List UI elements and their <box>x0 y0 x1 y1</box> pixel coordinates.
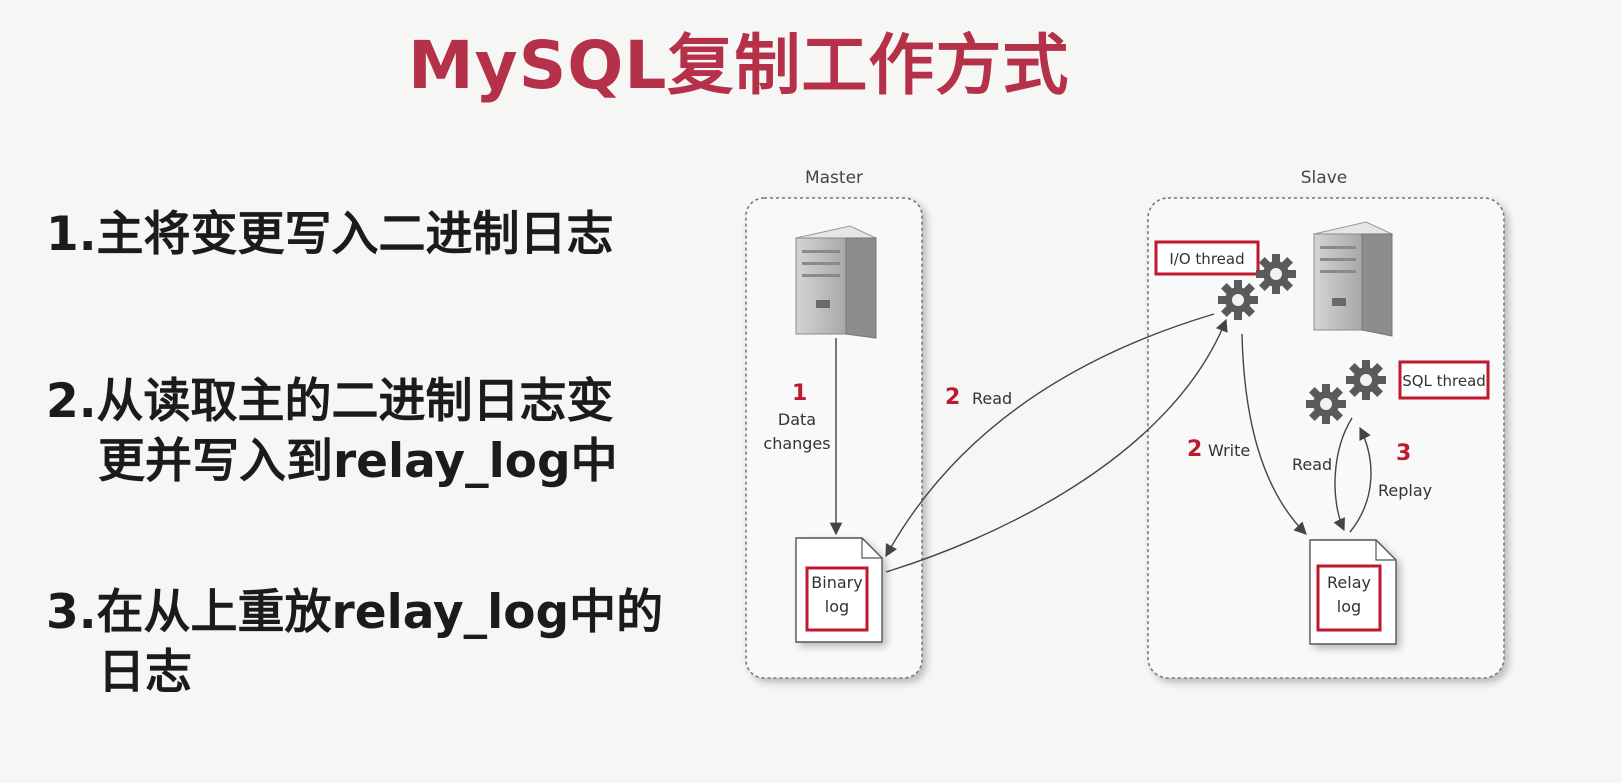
arrows <box>829 313 1372 573</box>
binary-log-line-2: log <box>825 597 849 616</box>
replay-number: 3 <box>1396 441 1411 466</box>
io-gear-icon <box>1218 280 1258 320</box>
sql-gear-icon <box>1306 384 1346 424</box>
master-server-icon <box>794 225 878 339</box>
sql-gear-icon <box>1346 360 1386 400</box>
replay-label: Replay <box>1378 481 1432 500</box>
slave-server-icon <box>1312 221 1394 337</box>
slave-read-label: Read <box>1292 455 1332 474</box>
step-3: 3.在从上重放relay_log中的 日志 <box>46 583 663 703</box>
replay-arrow <box>1349 426 1372 533</box>
relay-log-line-2: log <box>1337 597 1361 616</box>
sql-thread-label: SQL thread <box>1402 372 1486 390</box>
binary-log-document: Binary log <box>795 537 883 643</box>
step-1-line-1: 1.主将变更写入二进制日志 <box>46 207 614 262</box>
binary-log-line-1: Binary <box>811 573 862 592</box>
step-2-line-2: 更并写入到relay_log中 <box>98 434 618 489</box>
step-2-line-1: 2.从读取主的二进制日志变 <box>46 374 614 429</box>
read-label: Read <box>972 389 1012 408</box>
slave-read-arrow <box>1333 417 1353 532</box>
step-2: 2.从读取主的二进制日志变 更并写入到relay_log中 <box>46 372 618 492</box>
step-1-number: 1 <box>792 381 807 406</box>
read-number: 2 <box>945 385 960 410</box>
read-request-arrow <box>885 313 1215 558</box>
data-changes-line-1: Data <box>778 410 816 429</box>
write-number: 2 <box>1187 437 1202 462</box>
sql-thread: SQL thread <box>1306 360 1490 424</box>
read-response-arrow <box>885 318 1228 573</box>
master-label: Master <box>805 168 863 188</box>
io-gear-icon <box>1256 254 1296 294</box>
write-label: Write <box>1208 441 1250 460</box>
step-1: 1.主将变更写入二进制日志 <box>46 205 614 265</box>
step-3-line-2: 日志 <box>98 645 192 700</box>
slide-title: MySQL复制工作方式 <box>408 27 1070 104</box>
relay-log-document: Relay log <box>1309 539 1397 645</box>
relay-log-line-1: Relay <box>1327 573 1371 592</box>
io-thread-label: I/O thread <box>1169 250 1244 268</box>
write-arrow <box>1241 333 1307 535</box>
annotations: 1 Data changes 2 Read 2 Write Read 3 Rep… <box>763 381 1432 500</box>
io-thread: I/O thread <box>1154 240 1296 320</box>
data-changes-line-2: changes <box>763 434 830 453</box>
slave-label: Slave <box>1301 168 1347 188</box>
step-3-line-1: 3.在从上重放relay_log中的 <box>46 585 664 640</box>
